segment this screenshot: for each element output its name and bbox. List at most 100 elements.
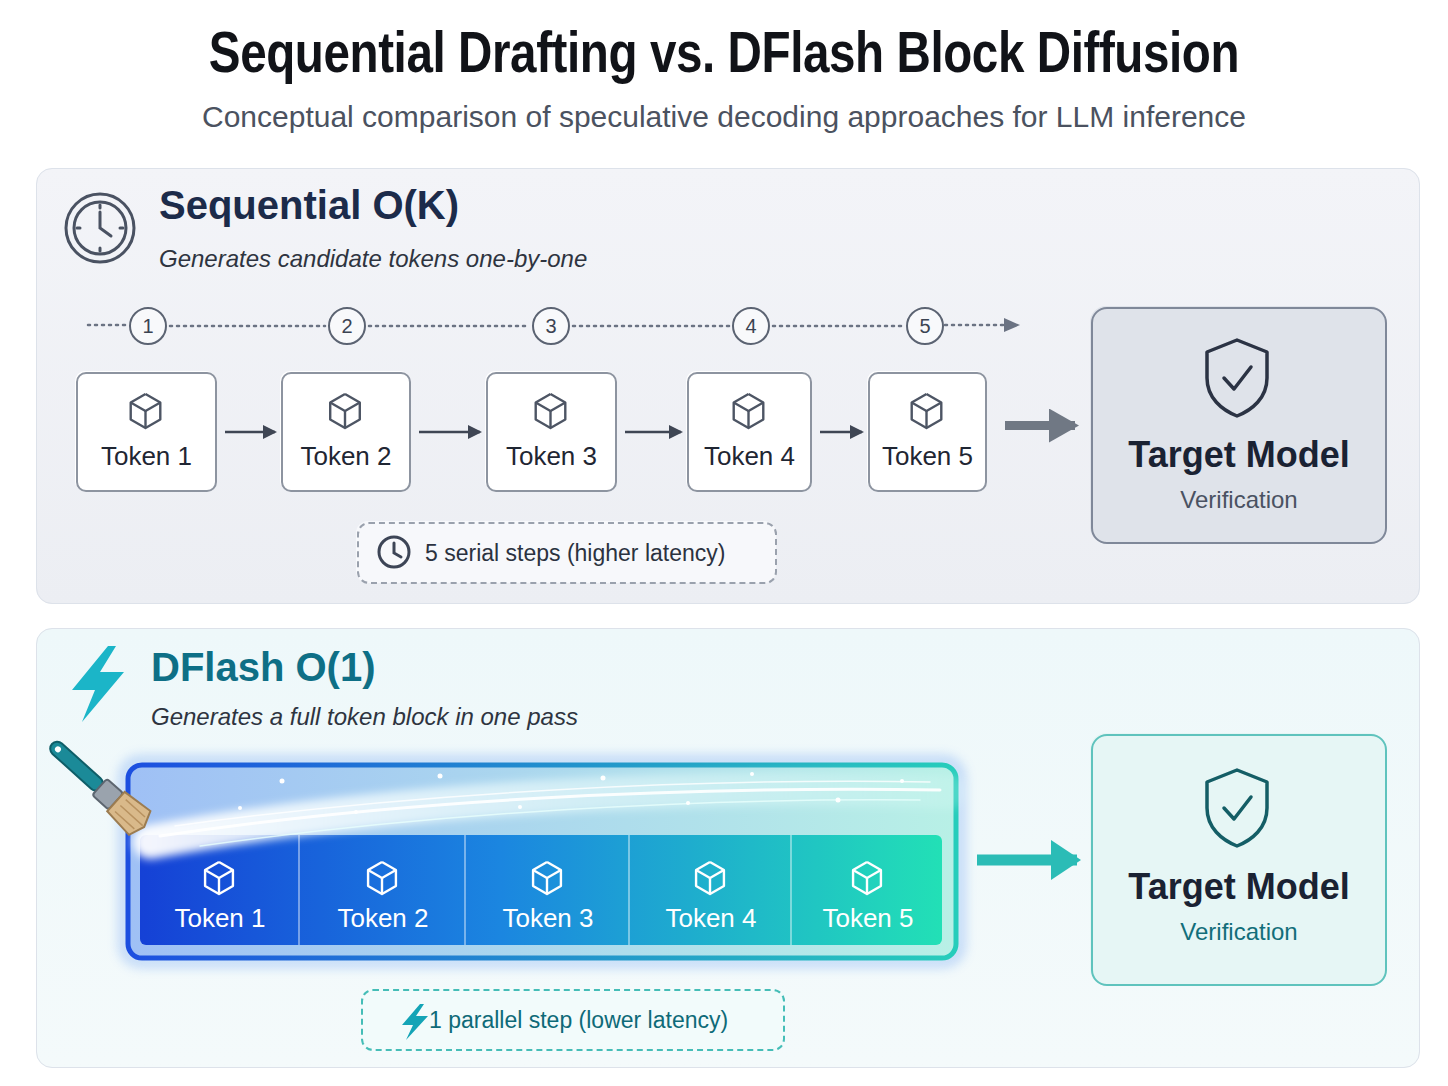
badge-clock-icon (379, 537, 409, 567)
dotted-arrowhead (1004, 318, 1020, 332)
box-subtitle: Verification (1180, 486, 1297, 514)
shield-icon (1207, 340, 1267, 846)
panel-ground (36, 168, 1420, 1068)
sequence-arrow (820, 431, 862, 434)
verifier-box: Target ModelVerification (1091, 307, 1387, 544)
cube-icon (734, 394, 764, 428)
cube-icon (912, 403, 942, 412)
cube-icon (205, 862, 233, 894)
token-label: Token 5 (882, 441, 973, 472)
cube-icon (536, 394, 566, 428)
cube-icon (536, 394, 566, 428)
badge-fill-teal (360, 988, 784, 1050)
cube-icon (205, 862, 233, 894)
badge-fill (356, 521, 776, 583)
sparkles (438, 774, 443, 779)
token-label: Token 1 (101, 441, 192, 472)
token-box-fill (485, 371, 616, 491)
token-box: Token 1 (76, 372, 217, 492)
cube-icon (144, 411, 146, 428)
paint-brush (115, 800, 148, 832)
panel-region: 12345Token 1Token 2Token 3Token 4Token 5… (36, 168, 1420, 604)
latency-badge: 5 serial steps (higher latency) (357, 522, 777, 584)
cube-icon (131, 394, 161, 428)
paint-brush (47, 739, 105, 794)
latency-badge: 1 parallel step (lower latency) (361, 989, 785, 1051)
diagram-subtitle: Conceptual comparison of speculative dec… (0, 100, 1448, 134)
token-box-fill (280, 371, 410, 491)
cube-icon (734, 394, 764, 428)
sparkles (750, 772, 754, 776)
dotted-lead (945, 324, 1006, 327)
cube-icon (709, 878, 711, 894)
step-number: 5 (906, 307, 944, 345)
panel-heading: DFlash O(1) (151, 645, 375, 690)
sparkles (354, 810, 358, 814)
speed-streak (200, 800, 920, 846)
step-circle-fill (906, 307, 942, 343)
sparkles (280, 779, 285, 784)
panel-ground (36, 168, 1420, 604)
sparkles (686, 801, 690, 805)
dotted-step-line (369, 325, 529, 328)
badge-label: 1 parallel step (lower latency) (429, 1007, 728, 1034)
clock-icon (100, 212, 111, 236)
callout-number: 3 (545, 315, 556, 338)
token-label: Token 3 (506, 441, 597, 472)
cube-icon (536, 403, 566, 412)
token-box: Token 3 (486, 372, 617, 492)
cube-icon (549, 411, 551, 428)
badge-clock-icon (394, 543, 401, 557)
cube-icon (381, 878, 383, 894)
verifier-box: Target ModelVerification (1091, 734, 1387, 986)
cube-icon (747, 411, 749, 428)
paint-brush (54, 745, 62, 753)
cube-icon (866, 878, 868, 894)
cube-icon (330, 403, 360, 412)
box-title: Target Model (1128, 434, 1349, 476)
lightning-icon (72, 646, 124, 722)
token-cell: Token 3 (467, 836, 629, 946)
token-label: Token 3 (502, 903, 593, 934)
shield-icon (1224, 797, 1251, 819)
cube-icon (912, 394, 942, 428)
sparkles (900, 779, 904, 783)
token-block (124, 761, 960, 962)
cube-icon (925, 411, 927, 428)
paint-brush (105, 790, 155, 839)
sequence-arrow (625, 431, 681, 434)
step-number: 1 (129, 307, 167, 345)
token-label: Token 5 (822, 903, 913, 934)
clock-icon (77, 205, 123, 251)
cube-icon (131, 394, 161, 428)
paint-brush (41, 732, 155, 839)
token-box: Token 2 (281, 372, 411, 492)
clock-icon (66, 194, 134, 262)
token-box-fill (75, 371, 986, 491)
box-subtitle: Verification (1180, 918, 1297, 946)
cube-icon (131, 403, 161, 412)
cube-icon (734, 403, 764, 412)
dotted-step-line (170, 325, 325, 328)
token-cell: Token 5 (793, 836, 943, 946)
dotted-step-line (573, 325, 729, 328)
badge-fill-teal (360, 988, 784, 1050)
token-label: Token 4 (704, 441, 795, 472)
token-box: Token 4 (687, 372, 812, 492)
cube-icon (218, 878, 220, 894)
shield-icon (1224, 367, 1251, 389)
callout-number: 4 (745, 315, 756, 338)
token-cell: Token 4 (631, 836, 791, 946)
clock-icon (66, 194, 134, 262)
dotted-step-line (773, 325, 903, 328)
badge-fill (356, 521, 776, 583)
sparkles (601, 776, 606, 781)
sparkles (238, 772, 904, 814)
cube-icon (368, 870, 396, 878)
speed-streak (150, 789, 950, 842)
cube-icon (853, 870, 881, 878)
cube-icon (330, 394, 360, 428)
token-block (124, 761, 960, 962)
token-label: Token 1 (174, 903, 265, 934)
